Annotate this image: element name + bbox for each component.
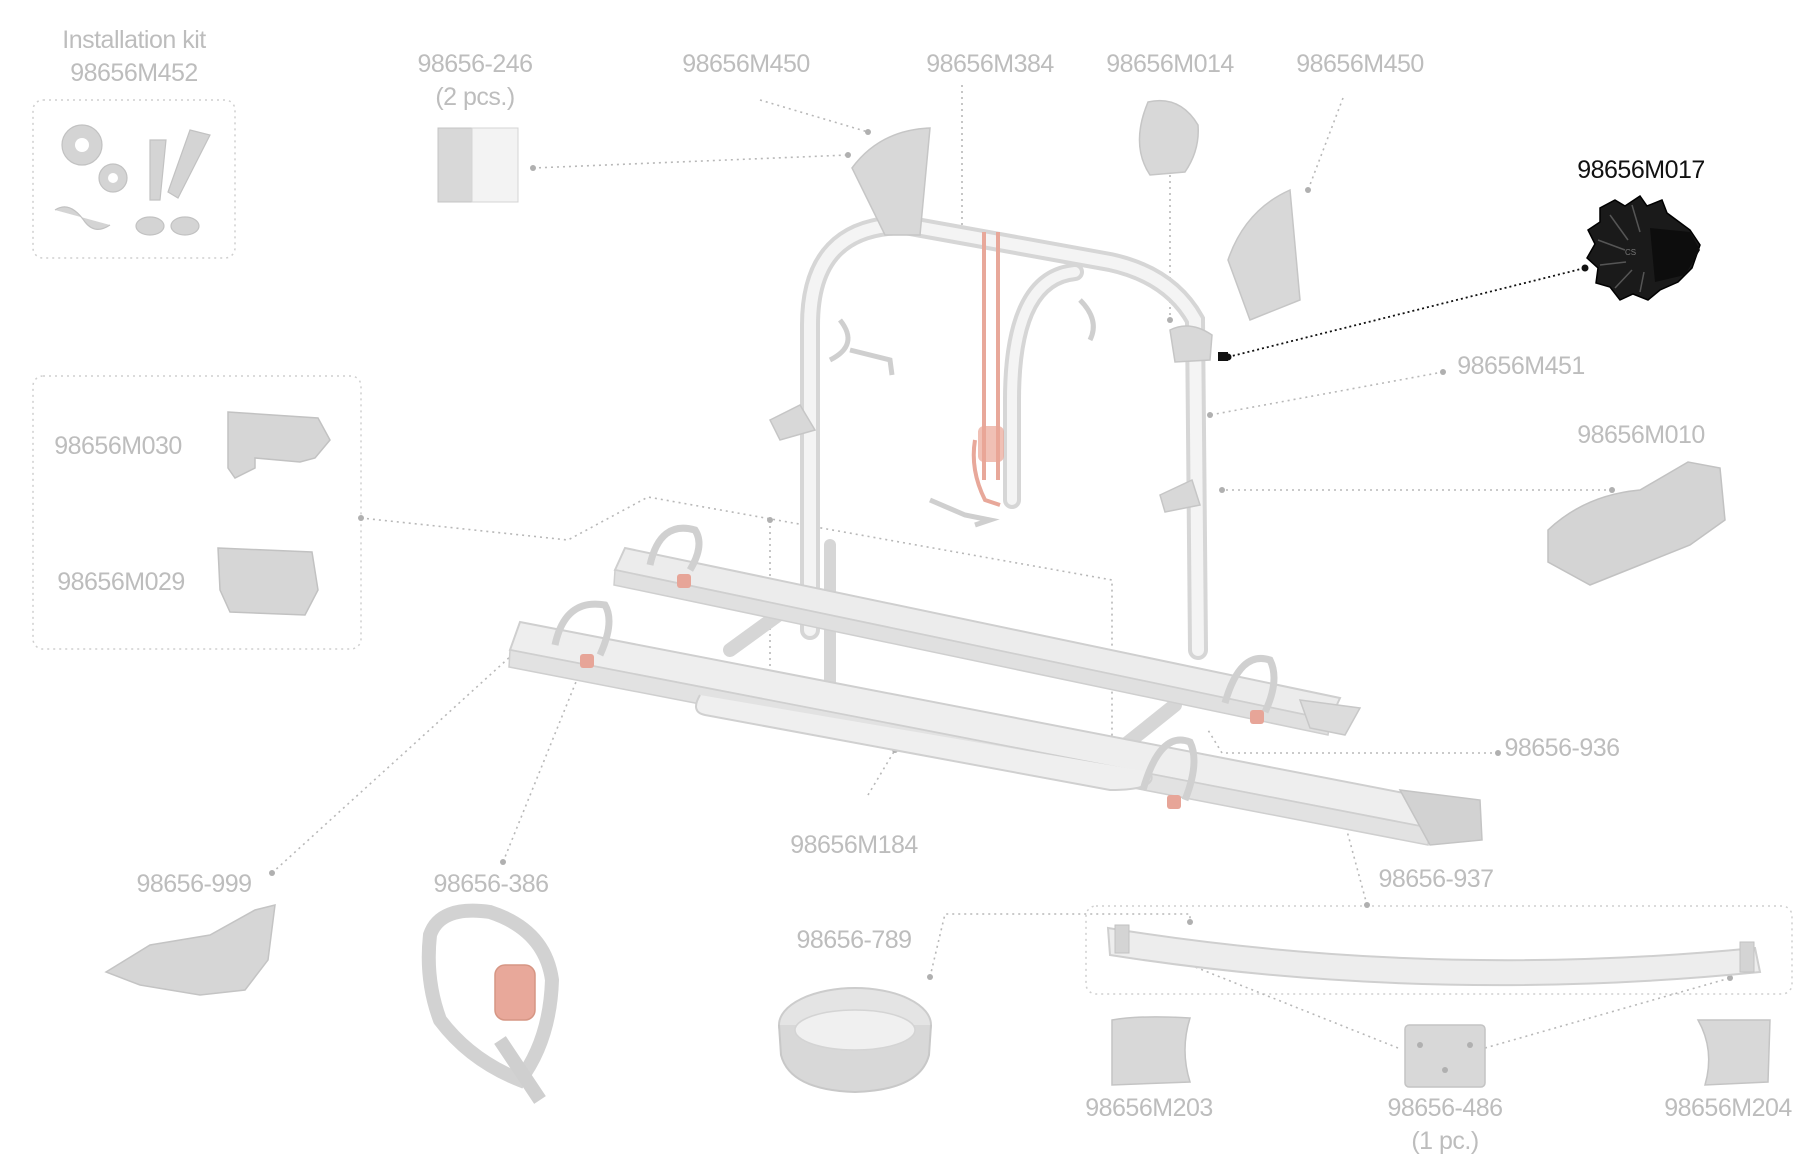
leader-m450-left: [759, 99, 869, 133]
part-386: [421, 903, 560, 1104]
rail-group-box: [1085, 905, 1793, 995]
part-m204: [1696, 1019, 1771, 1086]
leader-789: [929, 913, 1191, 978]
label-98656-937[interactable]: 98656-937: [1378, 865, 1494, 893]
label-98656-936[interactable]: 98656-936: [1504, 734, 1620, 762]
leader-m017-dot-end: [1581, 264, 1589, 272]
label-98656m450-left[interactable]: 98656M450: [682, 50, 810, 78]
leader-486-left: [1139, 944, 1399, 1049]
leader-dots: [269, 129, 1733, 981]
part-m010: [1547, 461, 1726, 586]
frame-arm-clamps: [828, 298, 1096, 528]
label-installation-kit-number: 98656M452: [70, 59, 198, 87]
leader-386: [502, 671, 581, 863]
pads-246: [437, 127, 519, 203]
label-98656-486-number: 98656-486: [1387, 1094, 1503, 1122]
leader-m184: [867, 749, 896, 796]
label-98656m030[interactable]: 98656M030: [54, 432, 182, 460]
label-98656m451[interactable]: 98656M451: [1457, 352, 1585, 380]
label-98656-999[interactable]: 98656-999: [136, 870, 252, 898]
part-999: [104, 904, 276, 996]
svg-text:CS: CS: [1625, 248, 1636, 257]
red-strap: [971, 232, 1001, 507]
m017-mount-point: [1218, 352, 1228, 361]
label-98656-486-qty: (1 pc.): [1411, 1127, 1479, 1155]
leader-936: [1207, 729, 1498, 754]
leader-m017: [1227, 267, 1586, 358]
rail-front: [508, 620, 1483, 846]
label-installation-kit[interactable]: Installation kit 98656M452: [62, 26, 206, 87]
leader-lines: [271, 85, 1731, 1049]
label-98656-486[interactable]: 98656-486 (1 pc.): [1387, 1094, 1503, 1155]
leader-m450-right: [1307, 97, 1344, 191]
label-98656-789[interactable]: 98656-789: [796, 926, 912, 954]
leader-999: [271, 654, 513, 874]
label-98656-246-qty: (2 pcs.): [435, 83, 515, 111]
bracket-group-box: [32, 375, 362, 650]
label-98656m017[interactable]: 98656M017: [1577, 156, 1705, 184]
part-m203: [1111, 1016, 1192, 1086]
leader-m451: [1209, 371, 1444, 416]
leader-bracket-group: [360, 496, 1113, 770]
leader-246: [532, 154, 849, 169]
label-98656m384[interactable]: 98656M384: [926, 50, 1054, 78]
red-strap-buckle: [978, 426, 1004, 462]
part-486-holes: [1417, 1042, 1473, 1073]
part-937-rail: [1106, 924, 1762, 987]
part-789: [778, 987, 932, 1094]
label-98656m203[interactable]: 98656M203: [1085, 1094, 1213, 1122]
label-98656m014[interactable]: 98656M014: [1106, 50, 1234, 78]
gear-holes: [75, 138, 118, 183]
rail-rear: [613, 546, 1362, 736]
label-98656-246-number: 98656-246: [417, 50, 533, 78]
knob-m017-illustration[interactable]: CS: [1586, 194, 1701, 301]
label-98656m204[interactable]: 98656M204: [1664, 1094, 1792, 1122]
rail-straps: [551, 524, 1278, 802]
label-98656m184[interactable]: 98656M184: [790, 831, 918, 859]
label-98656-246[interactable]: 98656-246 (2 pcs.): [417, 50, 533, 111]
strap-buckles: [580, 574, 1264, 809]
brackets-m030-m029: [217, 411, 331, 616]
leader-486-right: [1484, 977, 1731, 1049]
label-installation-kit-title: Installation kit: [62, 26, 206, 54]
label-98656m010[interactable]: 98656M010: [1577, 421, 1705, 449]
label-98656-386[interactable]: 98656-386: [433, 870, 549, 898]
installation-kit-box: [32, 99, 236, 259]
end-caps: [1111, 1016, 1771, 1088]
part-486: [1404, 1024, 1486, 1088]
frame-wheel-holders: [768, 100, 1301, 513]
label-98656m450-right[interactable]: 98656M450: [1296, 50, 1424, 78]
label-98656m029[interactable]: 98656M029: [57, 568, 185, 596]
